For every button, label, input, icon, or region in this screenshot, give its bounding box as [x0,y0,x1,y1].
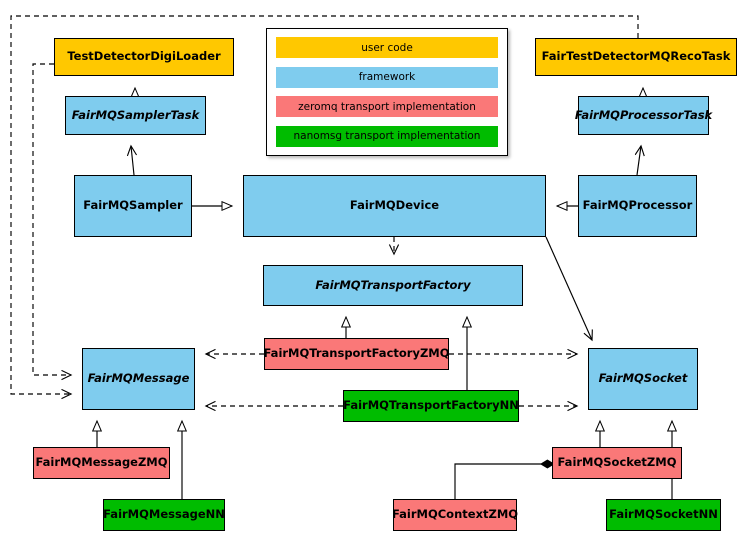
class-node-FairMQTransportFactory[interactable]: FairMQTransportFactory [263,265,523,306]
class-node-label: FairMQDevice [349,198,440,213]
class-node-FairMQMessageZMQ[interactable]: FairMQMessageZMQ [33,447,170,479]
class-node-FairMQSocketZMQ[interactable]: FairMQSocketZMQ [552,447,682,479]
legend-item-label: zeromq transport implementation [298,100,476,113]
class-node-label: FairMQMessageZMQ [35,455,168,470]
class-node-FairTestDetectorMQRecoTask[interactable]: FairTestDetectorMQRecoTask [535,38,737,76]
class-node-label: FairMQSamplerTask [71,107,200,122]
class-node-label: TestDetectorDigiLoader [67,49,221,64]
class-node-FairMQTransportFactoryZMQ[interactable]: FairMQTransportFactoryZMQ [263,338,450,370]
legend-item-label: user code [361,41,413,54]
class-node-label: FairMQSocket [598,371,688,386]
class-node-TestDetectorDigiLoader[interactable]: TestDetectorDigiLoader [54,38,234,76]
legend-item-zeromq: zeromq transport implementation [276,96,498,118]
class-node-label: FairMQTransportFactoryZMQ [263,346,450,361]
class-node-FairMQMessageNN[interactable]: FairMQMessageNN [103,499,225,531]
legend-panel: user code framework zeromq transport imp… [266,28,508,156]
class-node-label: FairMQSocketZMQ [557,455,677,470]
legend-item-framework: framework [276,66,498,88]
class-node-FairMQSocket[interactable]: FairMQSocket [588,348,698,410]
legend-item-nanomsg: nanomsg transport implementation [276,125,498,147]
class-node-FairMQProcessor[interactable]: FairMQProcessor [578,175,697,237]
class-node-label: FairMQTransportFactory [315,277,471,292]
class-node-FairMQTransportFactoryNN[interactable]: FairMQTransportFactoryNN [343,390,519,422]
class-node-FairMQProcessorTask[interactable]: FairMQProcessorTask [574,96,713,135]
class-node-label: FairMQSampler [83,198,183,213]
class-node-label: FairMQProcessor [582,198,693,213]
edge-processor-processortask [637,146,641,176]
class-node-label: FairMQProcessorTask [574,107,713,122]
edge-device-socket [545,236,592,340]
class-node-label: FairTestDetectorMQRecoTask [541,49,731,64]
legend-item-user-code: user code [276,37,498,58]
legend-item-label: framework [358,71,416,84]
class-node-label: FairMQTransportFactoryNN [343,398,519,413]
class-node-FairMQContextZMQ[interactable]: FairMQContextZMQ [391,499,519,531]
class-node-FairMQDevice[interactable]: FairMQDevice [243,175,546,237]
class-node-FairMQSampler[interactable]: FairMQSampler [74,175,192,237]
edge-sampler-samplertask [131,146,134,176]
legend-item-label: nanomsg transport implementation [293,130,481,143]
class-node-label: FairMQSocketNN [609,507,718,522]
edge-contextzmq-socketzmq [454,464,541,499]
class-node-FairMQMessage[interactable]: FairMQMessage [82,348,195,410]
class-node-FairMQSamplerTask[interactable]: FairMQSamplerTask [65,96,206,135]
class-node-label: FairMQMessageNN [103,507,225,522]
class-node-label: FairMQMessage [87,371,190,386]
class-node-FairMQSocketNN[interactable]: FairMQSocketNN [606,499,721,531]
class-node-label: FairMQContextZMQ [391,507,519,522]
